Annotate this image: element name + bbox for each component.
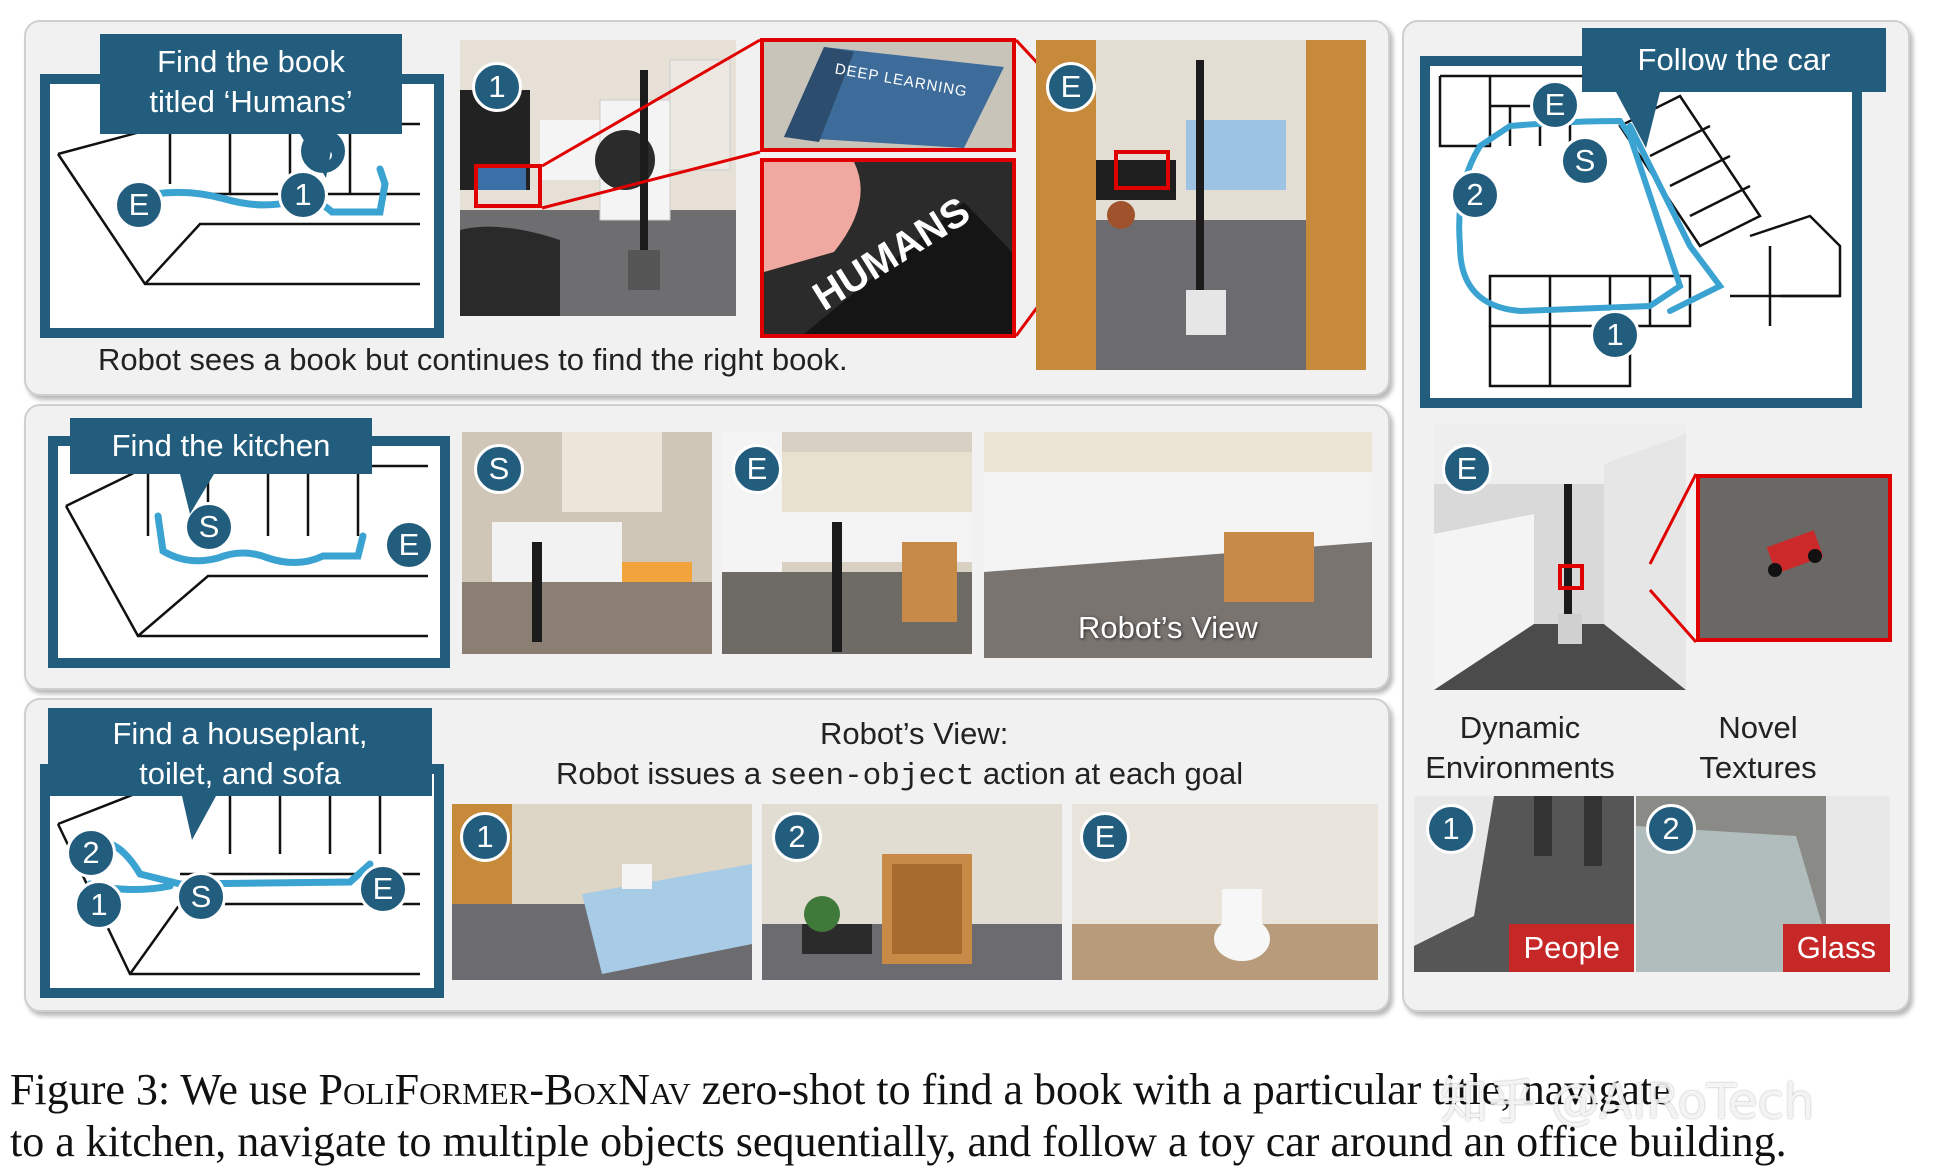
glass-tag: Glass: [1782, 924, 1890, 972]
watermark: 知乎 @AIRoTech: [1440, 1074, 1815, 1130]
map-kitchen: S E: [48, 436, 450, 668]
start-badge: S: [1560, 136, 1610, 186]
robot-issues-caption: Robot issues a seen-object action at eac…: [556, 756, 1243, 794]
end-badge: E: [1530, 80, 1580, 130]
highlight-box: [1114, 150, 1170, 190]
instruction-multi-object: Find a houseplant, toilet, and sofa: [48, 708, 432, 840]
instruction-multi-line1: Find a houseplant,: [112, 716, 368, 751]
photo-glass: 2 Glass: [1636, 796, 1890, 972]
humans-book-image: [764, 162, 1012, 334]
robot-view-label: Robot’s View: [1078, 610, 1258, 645]
end-badge: E: [358, 864, 408, 914]
book-panel-caption: Robot sees a book but continues to find …: [98, 342, 848, 377]
end-badge: E: [1442, 444, 1492, 494]
path-follow-car-return: [1627, 123, 1725, 314]
novel-label: Novel Textures: [1660, 708, 1856, 788]
houseplant-image: [762, 804, 1062, 980]
photo-kitchen-robot-view: Robot’s View: [984, 432, 1372, 658]
waypoint-1-badge: 1: [278, 170, 328, 220]
toilet-image: [1072, 804, 1378, 980]
waypoint-2-badge: 2: [772, 812, 822, 862]
robot-issues-suffix: action at each goal: [974, 756, 1244, 791]
instruction-kitchen-text: Find the kitchen: [111, 428, 331, 463]
seen-object-action: seen-object: [769, 759, 975, 794]
kitchen-wide-image: [984, 432, 1372, 658]
instruction-follow-car: Follow the car: [1582, 28, 1886, 148]
robot-issues-prefix: Robot issues a: [556, 756, 770, 791]
bedroom-image: [462, 432, 712, 654]
toy-car-image: [1700, 478, 1888, 638]
figure-caption: Figure 3: We use PoliFormer-BoxNav zero-…: [10, 1064, 1925, 1168]
dynamic-label-line1: Dynamic: [1459, 710, 1581, 745]
photo-kitchen-start: S: [462, 432, 712, 654]
end-badge: E: [1046, 62, 1096, 112]
waypoint-1-badge: 1: [460, 812, 510, 862]
book-cover-image: [764, 42, 1012, 148]
photo-goal-sofa: 1: [452, 804, 752, 980]
dynamic-label: Dynamic Environments: [1422, 708, 1618, 788]
photo-robot-sofa-room: E: [1036, 40, 1366, 370]
figure-caption-prefix: Figure 3: We use: [10, 1065, 319, 1114]
end-badge: E: [732, 444, 782, 494]
highlight-box: [1558, 564, 1584, 590]
instruction-multi-line2: toilet, and sofa: [139, 756, 341, 791]
waypoint-2-badge: 2: [1450, 170, 1500, 220]
path-multi-object: [76, 839, 374, 888]
end-badge: E: [114, 180, 164, 230]
dynamic-label-line2: Environments: [1425, 750, 1615, 785]
start-badge: S: [474, 444, 524, 494]
instruction-kitchen: Find the kitchen: [70, 418, 372, 514]
hallway-image: [1434, 424, 1686, 690]
people-tag: People: [1509, 924, 1634, 972]
waypoint-2-badge: 2: [1646, 804, 1696, 854]
waypoint-1-badge: 1: [74, 880, 124, 930]
floorplan-kitchen: [64, 464, 428, 638]
figure-caption-line1-suffix: zero-shot to find a book with a particul…: [690, 1065, 1672, 1114]
path-kitchen: [154, 512, 367, 566]
novel-label-line1: Novel: [1718, 710, 1798, 745]
figure-caption-line1: Figure 3: We use PoliFormer-BoxNav zero-…: [10, 1064, 1925, 1116]
novel-label-line2: Textures: [1699, 750, 1817, 785]
map-multi-object: 1 2 S E: [40, 764, 444, 998]
zoom-deep-learning-book: DEEP LEARNING: [760, 38, 1016, 152]
figure-caption-line2: to a kitchen, navigate to multiple objec…: [10, 1117, 1787, 1166]
photo-kitchen-end: E: [722, 432, 972, 654]
photo-people: 1 People: [1414, 796, 1634, 972]
highlight-box: [474, 164, 542, 208]
waypoint-1-badge: 1: [1426, 804, 1476, 854]
instruction-book-line2: titled ‘Humans’: [149, 84, 353, 119]
figure-caption-method: PoliFormer-BoxNav: [318, 1065, 691, 1114]
sofa-image: [452, 804, 752, 980]
zoom-toy-car: [1696, 474, 1892, 642]
instruction-book: Find the book titled ‘Humans’: [100, 34, 402, 178]
waypoint-2-badge: 2: [66, 828, 116, 878]
instruction-follow-car-text: Follow the car: [1637, 42, 1831, 77]
photo-goal-toilet: E: [1072, 804, 1378, 980]
photo-goal-houseplant: 2: [762, 804, 1062, 980]
instruction-book-line1: Find the book: [157, 44, 345, 79]
robot-view-heading: Robot’s View:: [820, 716, 1009, 751]
zoom-humans-book: HUMANS: [760, 158, 1016, 338]
end-badge: E: [384, 520, 434, 570]
end-badge: E: [1080, 812, 1130, 862]
waypoint-1-badge: 1: [472, 62, 522, 112]
waypoint-1-badge: 1: [1590, 310, 1640, 360]
photo-robot-room: 1: [460, 40, 736, 316]
start-badge: S: [176, 872, 226, 922]
photo-hallway-car: E: [1434, 424, 1686, 690]
